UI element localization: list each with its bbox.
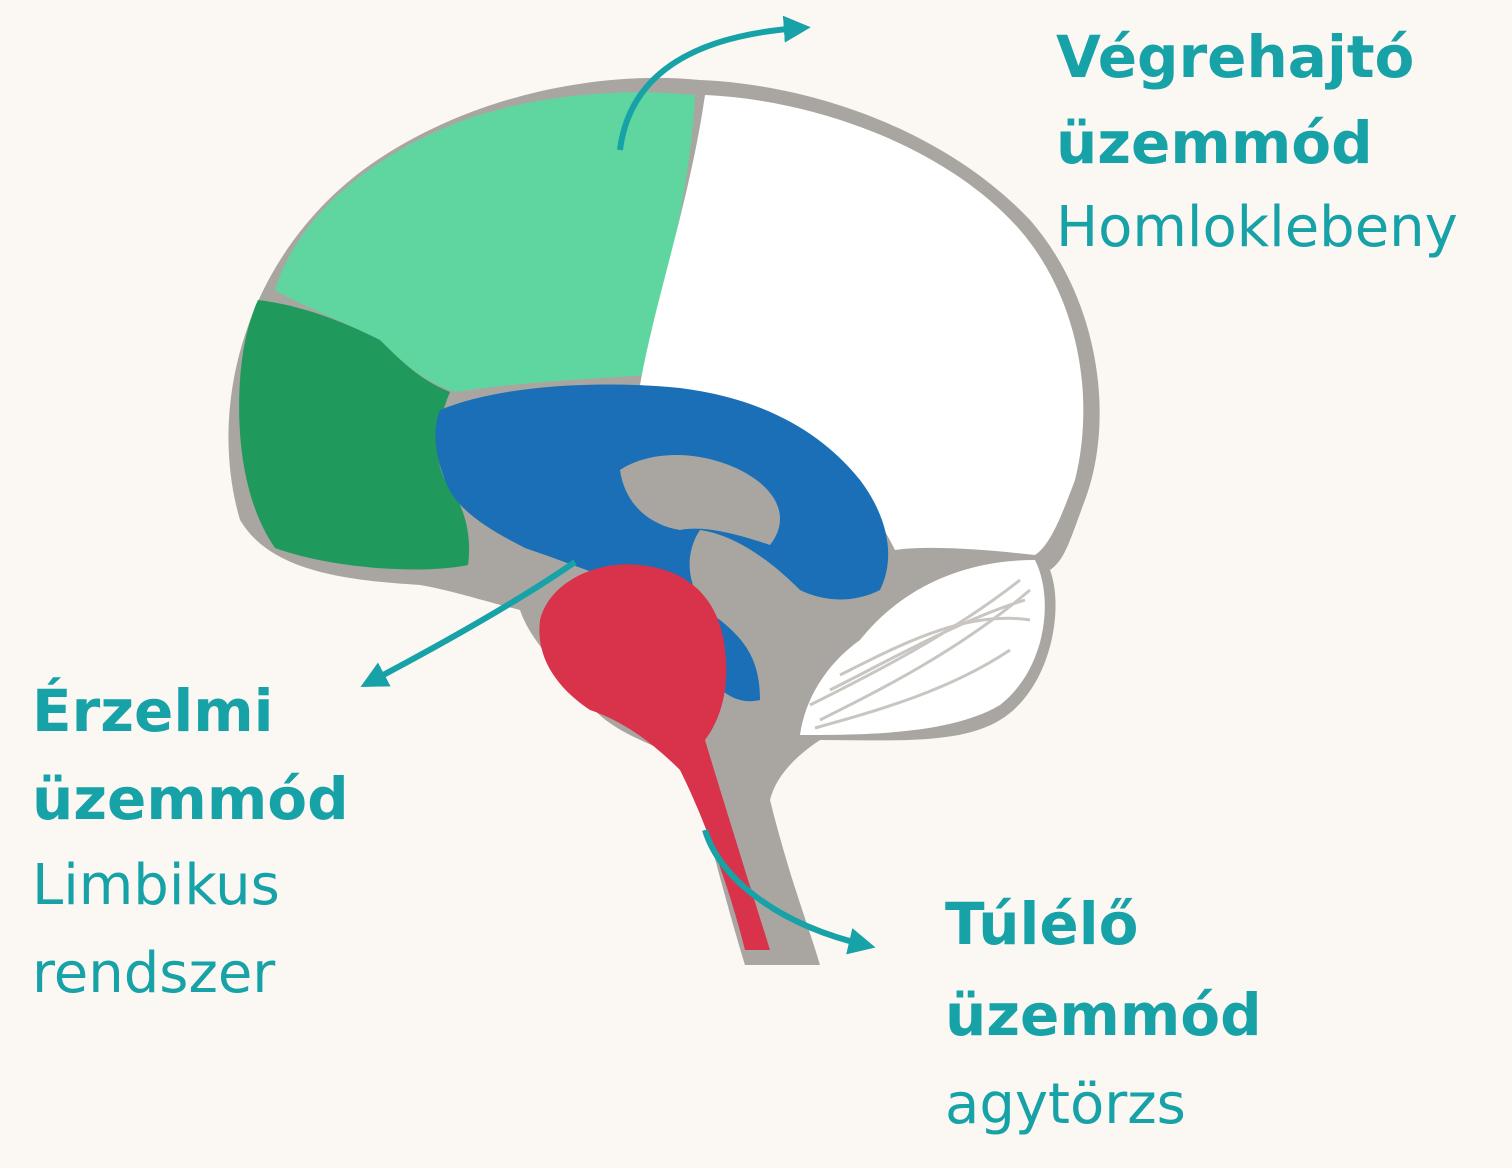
executive-title-line2: üzemmód: [1056, 114, 1458, 200]
emotional-subtitle-line1: Limbikus: [32, 858, 349, 946]
emotional-subtitle-line2: rendszer: [32, 946, 349, 1034]
label-executive-mode: Végrehajtó üzemmód Homloklebeny: [1056, 28, 1458, 286]
label-survival-mode: Túlélő üzemmód agytörzs: [945, 895, 1262, 1168]
emotional-title-line1: Érzelmi: [32, 682, 349, 770]
executive-subtitle: Homloklebeny: [1056, 200, 1458, 286]
survival-subtitle: agytörzs: [945, 1077, 1262, 1168]
label-emotional-mode: Érzelmi üzemmód Limbikus rendszer: [32, 682, 349, 1034]
emotional-title-line2: üzemmód: [32, 770, 349, 858]
survival-title-line1: Túlélő: [945, 895, 1262, 986]
survival-title-line2: üzemmód: [945, 986, 1262, 1077]
executive-title-line1: Végrehajtó: [1056, 28, 1458, 114]
